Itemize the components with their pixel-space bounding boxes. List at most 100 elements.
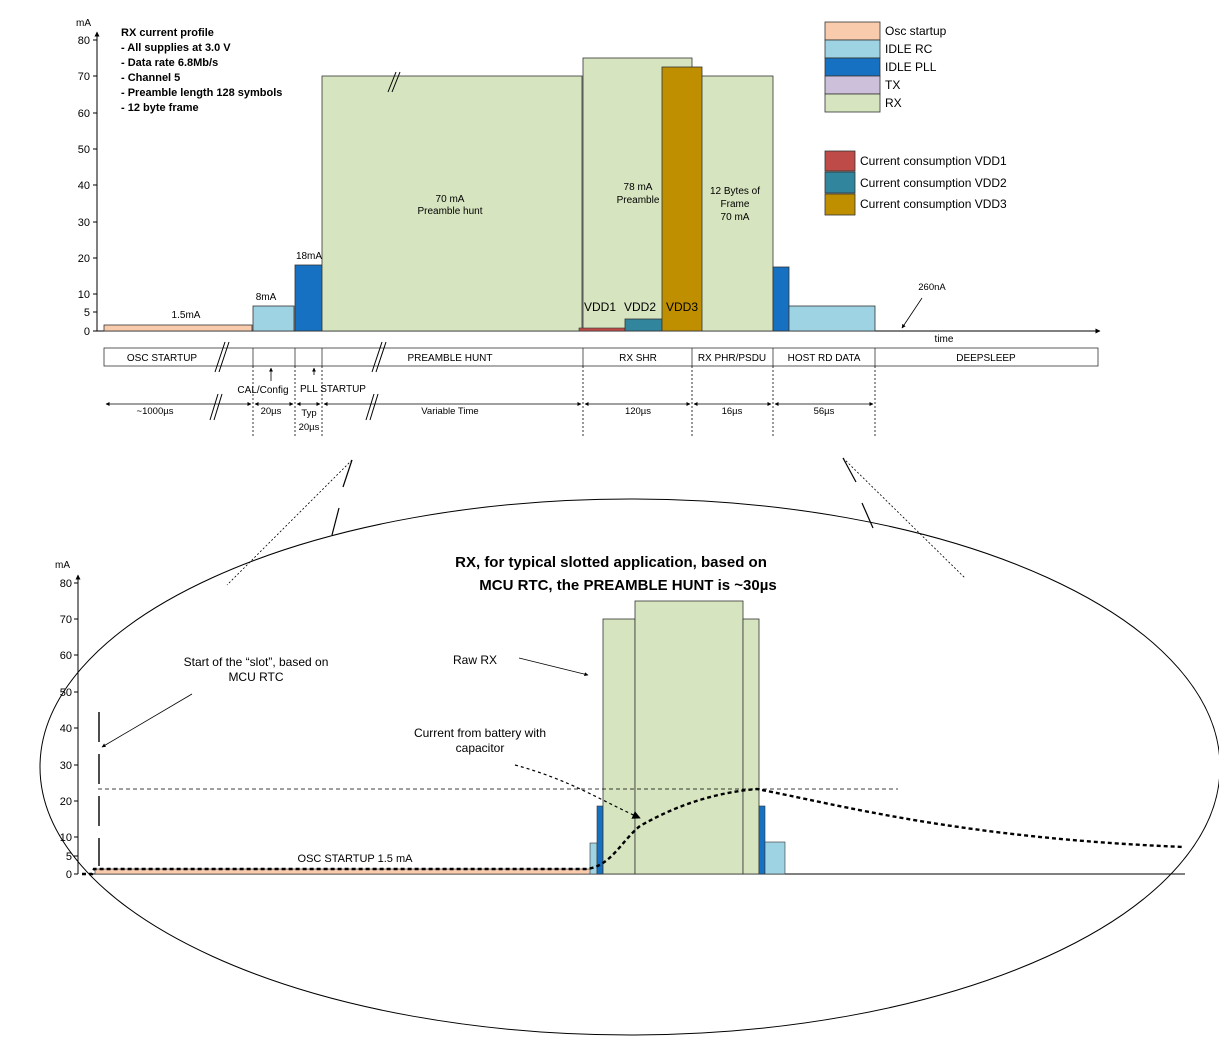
top-tick-10: 10 — [78, 289, 90, 301]
preamble-label-1: 70 mA — [436, 194, 465, 205]
bottom-tick-10: 10 — [60, 832, 72, 844]
info-line-1: - All supplies at 3.0 V — [121, 42, 231, 54]
battery-arrow — [514, 764, 641, 819]
duration-pll-1: Typ — [301, 408, 316, 419]
legend-vdd2-label: Current consumption VDD2 — [860, 176, 1007, 190]
bottom-tick-5: 5 — [66, 851, 72, 863]
top-tick-80: 80 — [78, 35, 90, 47]
legend-rx-label: RX — [885, 96, 902, 110]
legend-tx-label: TX — [885, 78, 900, 92]
bottom-tick-40: 40 — [60, 723, 72, 735]
rx-frame-bar — [691, 75, 774, 332]
duration-pll-2: 20µs — [299, 422, 320, 433]
legend-idle-pll-label: IDLE PLL — [885, 60, 937, 74]
slot-start-label-1: Start of the “slot”, based on — [184, 655, 329, 669]
bottom-osc-label: OSC STARTUP 1.5 mA — [298, 853, 414, 865]
phase-host-rd-data: HOST RD DATA — [788, 353, 861, 364]
zoom-ellipse — [39, 498, 1219, 1036]
frame-label-3: 70 mA — [721, 212, 750, 223]
sub-labels: CAL/Config PLL STARTUP — [237, 367, 366, 396]
bottom-tick-50: 50 — [60, 687, 72, 699]
top-tick-40: 40 — [78, 180, 90, 192]
shr-label-1: 78 mA — [624, 182, 653, 193]
duration-arrows — [105, 393, 874, 421]
osc-startup-bar — [103, 324, 253, 332]
duration-shr: 120µs — [625, 406, 651, 417]
bottom-title-2: MCU RTC, the PREAMBLE HUNT is ~30µs — [479, 577, 776, 594]
deepsleep-arrow — [901, 297, 923, 329]
shr-label-2: Preamble — [617, 195, 660, 206]
top-tick-70: 70 — [78, 71, 90, 83]
duration-host: 56µs — [814, 406, 835, 417]
duration-labels: ~1000µs 20µs Typ 20µs Variable Time 120µ… — [137, 406, 835, 433]
phase-osc-startup: OSC STARTUP — [127, 353, 198, 364]
bottom-tick-60: 60 — [60, 650, 72, 662]
pll-label: 18mA — [296, 251, 322, 262]
phase-bar-frame — [103, 347, 1099, 367]
legend-tx-swatch — [824, 75, 881, 95]
top-tick-0: 0 — [84, 326, 90, 338]
duration-cal: 20µs — [261, 406, 282, 417]
raw-rx-arrow — [518, 657, 589, 677]
bottom-tick-70: 70 — [60, 614, 72, 626]
slot-start-arrow — [101, 693, 193, 748]
bottom-tick-0: 0 — [66, 869, 72, 881]
legend-vdd2-swatch — [824, 171, 856, 194]
legend-vdd1-label: Current consumption VDD1 — [860, 154, 1007, 168]
idle-rc-bar — [252, 305, 295, 332]
info-line-2: - Data rate 6.8Mb/s — [121, 57, 218, 69]
vdd2-bar — [624, 318, 663, 332]
host-pll-bar — [772, 266, 790, 332]
vdd2-label: VDD2 — [624, 300, 656, 314]
legend-idle-rc-label: IDLE RC — [885, 42, 933, 56]
bottom-rx-bars — [589, 600, 786, 875]
break-mark — [387, 71, 397, 93]
osc-label: 1.5mA — [172, 310, 201, 321]
bottom-y-ticks: 80 70 60 50 40 30 20 10 5 0 — [60, 578, 78, 881]
info-title: RX current profile — [121, 27, 214, 39]
top-y-ticks: 80 70 60 50 40 30 20 10 5 0 — [78, 35, 97, 338]
top-tick-50: 50 — [78, 144, 90, 156]
duration-frame: 16µs — [722, 406, 743, 417]
duration-osc: ~1000µs — [137, 406, 174, 417]
cal-config-label: CAL/Config — [237, 385, 288, 396]
bottom-tick-80: 80 — [60, 578, 72, 590]
legend-states: Osc startup IDLE RC IDLE PLL TX RX — [824, 21, 947, 113]
top-bars — [103, 57, 876, 332]
preamble-hunt-bar — [321, 75, 583, 332]
idle-rc-label: 8mA — [256, 292, 277, 303]
phase-preamble-hunt: PREAMBLE HUNT — [407, 353, 492, 364]
phase-bar: OSC STARTUP PREAMBLE HUNT RX SHR RX PHR/… — [103, 341, 1099, 373]
bottom-tick-20: 20 — [60, 796, 72, 808]
deepsleep-label: 260nA — [918, 282, 946, 293]
vdd3-label: VDD3 — [666, 300, 698, 314]
top-tick-30: 30 — [78, 217, 90, 229]
vdd1-label: VDD1 — [584, 300, 616, 314]
info-block: RX current profile - All supplies at 3.0… — [121, 27, 282, 114]
top-chart: mA 80 70 60 50 40 30 20 10 5 0 RX curren… — [76, 18, 1101, 437]
info-line-4: - Preamble length 128 symbols — [121, 87, 282, 99]
battery-current-curve — [82, 787, 1185, 876]
legend-vdd3-swatch — [824, 193, 856, 216]
top-tick-60: 60 — [78, 108, 90, 120]
pll-startup-bar — [294, 264, 323, 332]
legend-idle-pll-swatch — [824, 57, 881, 77]
phase-separators — [252, 366, 876, 437]
slot-start-label-2: MCU RTC — [228, 670, 283, 684]
pll-startup-label: PLL STARTUP — [300, 384, 366, 395]
battery-label-2: capacitor — [456, 741, 505, 755]
battery-label-1: Current from battery with — [414, 726, 546, 740]
legend-vdd1-swatch — [824, 150, 856, 172]
legend-osc-swatch — [824, 21, 881, 41]
legend-rx-swatch — [824, 93, 881, 113]
info-line-5: - 12 byte frame — [121, 102, 199, 114]
bottom-tick-30: 30 — [60, 760, 72, 772]
legend-vdd3-label: Current consumption VDD3 — [860, 197, 1007, 211]
host-idle-rc-bar — [788, 305, 876, 332]
frame-label-1: 12 Bytes of — [710, 186, 760, 197]
vdd3-bar — [661, 66, 703, 332]
bottom-title-1: RX, for typical slotted application, bas… — [455, 554, 767, 571]
phase-deepsleep: DEEPSLEEP — [956, 353, 1016, 364]
preamble-label-2: Preamble hunt — [417, 206, 482, 217]
